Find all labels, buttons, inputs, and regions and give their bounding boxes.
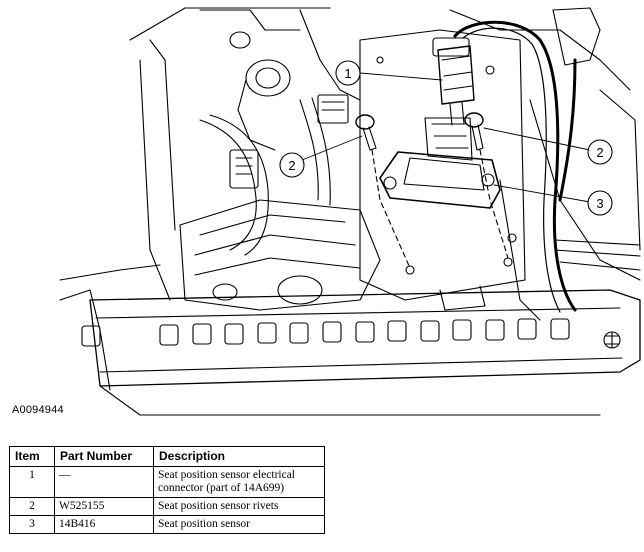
callout-2-right: 2 [587, 139, 613, 165]
sensor-electrical-connector [432, 7, 601, 313]
callout-leaders [301, 72, 591, 203]
cell-description: Seat position sensor rivets [153, 497, 325, 516]
seat-track-rail [81, 289, 641, 416]
table-row: 1 — Seat position sensor electrical conn… [9, 466, 325, 498]
table-row: 3 14B416 Seat position sensor [9, 515, 325, 534]
rail-slots [81, 318, 570, 347]
cell-item: 1 [9, 466, 55, 498]
svg-text:3: 3 [596, 196, 603, 211]
svg-text:2: 2 [596, 145, 603, 160]
cell-part-number: 14B416 [54, 515, 154, 534]
header-part-number: Part Number [54, 446, 154, 467]
svg-text:2: 2 [288, 158, 295, 173]
sensor-rivets [355, 112, 509, 269]
motor-housing [179, 199, 381, 311]
wiring-harness [199, 94, 349, 256]
seat-position-sensor [379, 117, 501, 209]
cell-description: Seat position sensor [153, 515, 325, 534]
mounting-plate [359, 29, 526, 311]
cell-item: 2 [9, 497, 55, 516]
header-description: Description [153, 446, 325, 467]
svg-text:1: 1 [344, 66, 351, 81]
cell-part-number: W525155 [54, 497, 154, 516]
callout-3: 3 [587, 190, 613, 216]
seat-track-illustration: 1 2 2 3 [59, 7, 641, 416]
callout-2-left: 2 [279, 152, 305, 178]
figure-id-label: A0094944 [12, 404, 64, 416]
callout-1: 1 [335, 60, 361, 86]
table-header-row: Item Part Number Description [9, 446, 325, 467]
grommet [229, 31, 291, 151]
table-row: 2 W525155 Seat position sensor rivets [9, 497, 325, 516]
cell-part-number: — [54, 466, 154, 498]
cell-item: 3 [9, 515, 55, 534]
cell-description: Seat position sensor electrical connecto… [153, 466, 325, 498]
header-item: Item [9, 446, 55, 467]
parts-table: Item Part Number Description 1 — Seat po… [9, 446, 325, 534]
